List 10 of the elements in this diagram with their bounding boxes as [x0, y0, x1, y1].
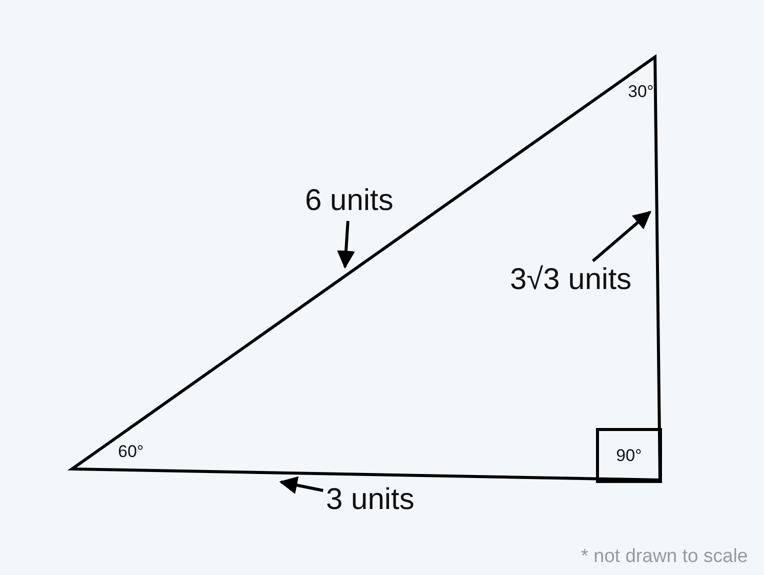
side-length-label: 6 units [305, 184, 394, 218]
leader-arrow [592, 210, 652, 262]
angle-label: 60° [118, 442, 144, 462]
note-text: * not drawn to scale [581, 546, 748, 568]
right-angle-box: 90° [596, 428, 662, 483]
leader-arrow [337, 220, 355, 269]
side-length-label: 3 units [326, 483, 414, 517]
leader-arrow [279, 476, 324, 494]
side-length-label: 3√3 units [510, 263, 632, 297]
angle-label: 30° [628, 82, 654, 102]
